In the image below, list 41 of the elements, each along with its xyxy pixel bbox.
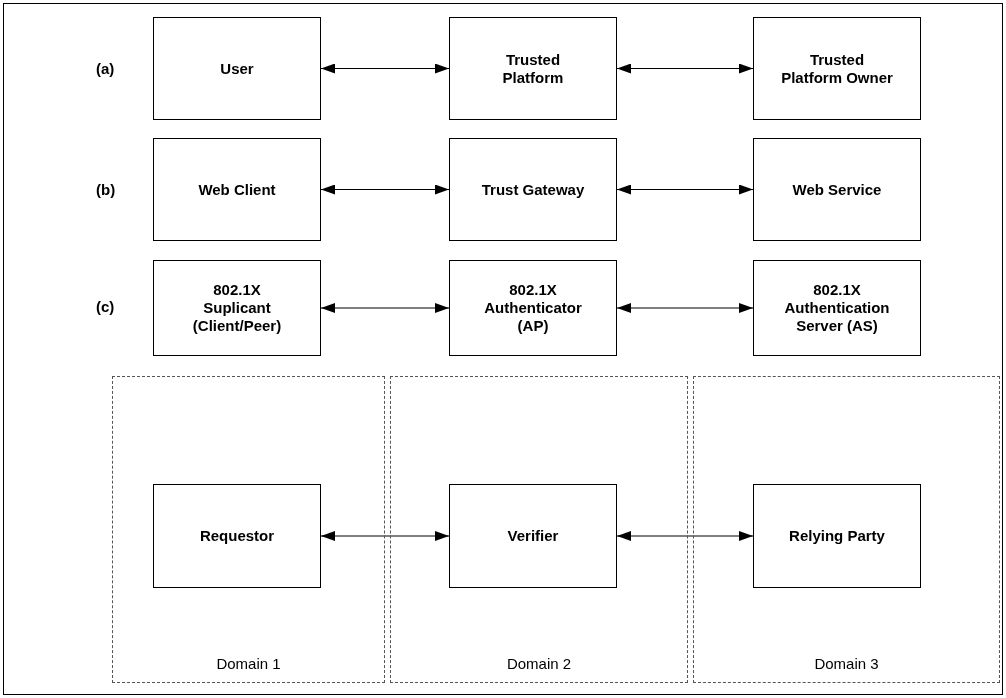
component-box — [753, 260, 921, 356]
component-label: Trusted Platform Owner — [780, 50, 894, 87]
domain-region — [693, 376, 1000, 683]
component-label: Verifier — [507, 527, 559, 545]
component-label: Requestor — [199, 527, 275, 545]
component-box — [153, 138, 321, 241]
double-arrow — [616, 531, 754, 541]
domain-label: Domain 1 — [215, 655, 282, 672]
component-box — [153, 260, 321, 356]
component-label: 802.1X Suplicant (Client/Peer) — [191, 281, 283, 335]
component-label: Trusted Platform — [501, 50, 565, 87]
double-arrow — [320, 303, 450, 313]
double-arrow — [616, 184, 754, 195]
domain-label: Domain 2 — [505, 655, 573, 672]
component-box — [449, 260, 617, 356]
component-label: User — [220, 59, 254, 78]
row-label: (b) — [96, 181, 116, 198]
component-label: Web Client — [198, 180, 276, 199]
component-label: 802.1X Authenticator (AP) — [483, 281, 583, 335]
double-arrow — [320, 184, 450, 195]
component-label: Web Service — [792, 180, 882, 199]
domain-region — [390, 376, 688, 683]
domain-region — [112, 376, 385, 683]
component-label: 802.1X Authentication Server (AS) — [783, 281, 891, 335]
component-box — [753, 17, 921, 120]
domain-label: Domain 3 — [813, 655, 880, 672]
row-label: (a) — [96, 60, 115, 77]
row-label: (c) — [96, 298, 115, 315]
component-box — [449, 138, 617, 241]
component-box — [753, 138, 921, 241]
component-box — [449, 17, 617, 120]
component-label: Trust Gateway — [481, 180, 585, 199]
component-box — [449, 484, 617, 588]
double-arrow — [616, 303, 754, 313]
component-box — [153, 484, 321, 588]
component-box — [153, 17, 321, 120]
double-arrow — [320, 63, 450, 74]
component-box — [753, 484, 921, 588]
double-arrow — [320, 531, 450, 541]
component-label: Relying Party — [789, 527, 885, 545]
double-arrow — [616, 63, 754, 74]
